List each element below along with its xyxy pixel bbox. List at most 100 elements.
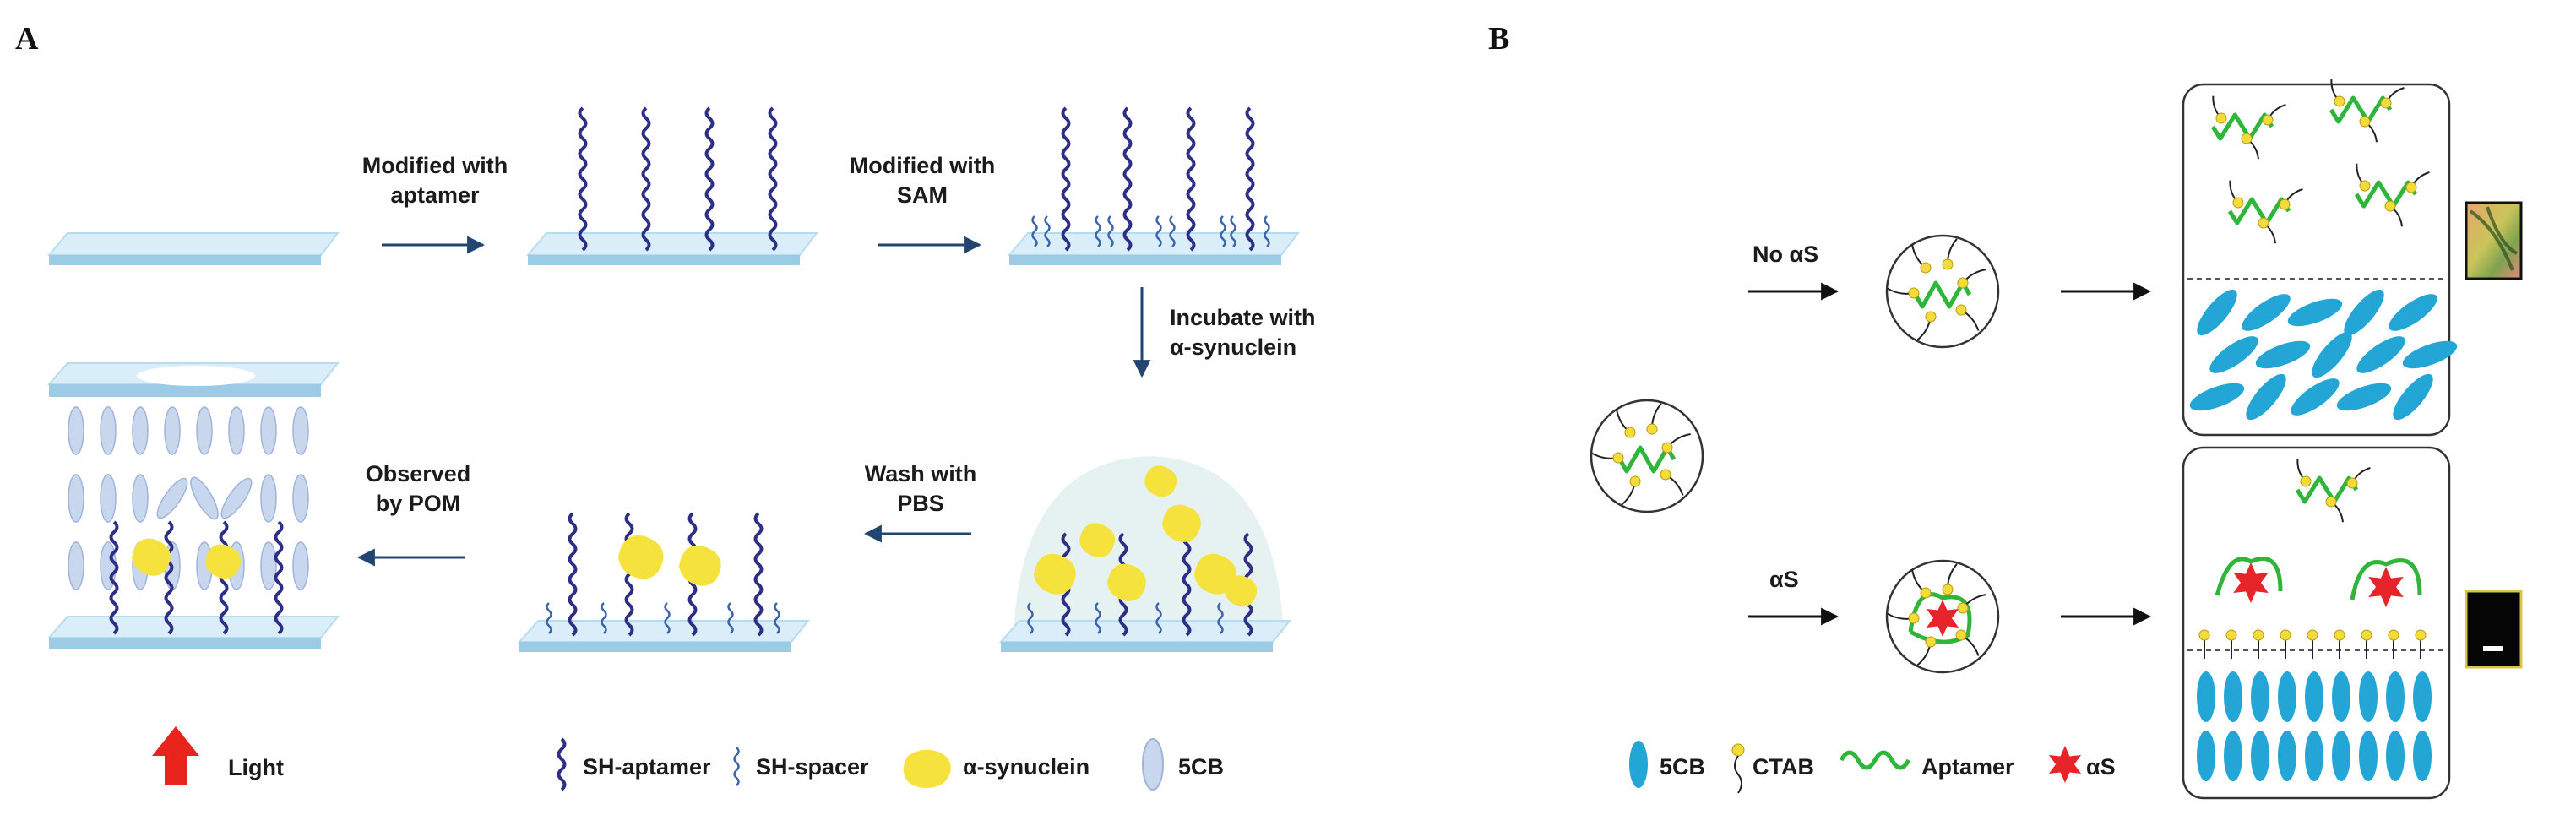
lc-molecule <box>2251 731 2269 781</box>
panel-b: B No αS αS 5CB <box>1488 21 2523 800</box>
label-as: αS <box>1769 567 1799 592</box>
label-no-as: No αS <box>1753 242 1818 267</box>
legend-lc-icon <box>1142 738 1164 791</box>
ctab-head <box>2258 217 2269 229</box>
legend-as: αS <box>2086 754 2116 780</box>
legend-aptamer-icon <box>557 737 567 791</box>
lc-molecule <box>2402 340 2458 369</box>
ctab-head <box>1660 469 1671 481</box>
legend-5cb-icon <box>1629 741 1648 788</box>
legend-a: SH-aptamer SH-spacer α-synuclein 5CB <box>557 737 1224 791</box>
lc-molecule <box>260 474 277 523</box>
green-aptamer <box>2354 180 2418 209</box>
ctab-head <box>1957 602 1969 614</box>
bottom-slide <box>46 616 340 638</box>
synuclein-blob <box>1194 553 1236 595</box>
spacer-strand <box>546 602 552 634</box>
aptamer-strand <box>704 106 715 252</box>
green-aptamer <box>2295 475 2359 504</box>
lc-molecule <box>260 541 277 590</box>
slide-washed <box>517 512 811 652</box>
cell-as <box>2182 446 2451 800</box>
lc-molecule <box>2332 731 2350 781</box>
spacer-strand <box>1027 602 1034 634</box>
ctab-head <box>2361 629 2372 641</box>
legend-as-star-icon <box>2048 746 2082 783</box>
ctab-head <box>1925 636 1937 648</box>
lc-molecule <box>190 476 219 520</box>
micelle-contents <box>1886 238 1986 341</box>
spacer-strand <box>1031 215 1038 247</box>
lc-molecule <box>2413 731 2432 781</box>
lc-molecule <box>2393 373 2433 421</box>
lc-molecule <box>100 474 117 523</box>
label-incubate-1: Incubate with <box>1170 305 1316 330</box>
spacer-strand <box>1217 602 1224 634</box>
aptamer-strand <box>1122 106 1133 252</box>
spacer-strand <box>774 602 780 634</box>
spacer-group <box>1031 215 1270 247</box>
ctab-head <box>1624 427 1636 438</box>
lc-molecule <box>2246 373 2286 421</box>
scale-bar <box>2483 646 2503 651</box>
spacer-strand <box>727 602 734 634</box>
cell-contents <box>2189 79 2458 421</box>
synuclein-blob <box>678 545 721 586</box>
synuclein-blob <box>1107 563 1146 601</box>
ctab-head <box>2359 116 2371 128</box>
aptamer-strand <box>1182 532 1192 637</box>
ctab-tail <box>1734 755 1742 794</box>
lc-molecule <box>2224 731 2242 781</box>
lc-molecule <box>2389 294 2437 331</box>
spacer-strand <box>601 602 607 634</box>
synuclein-blob <box>1144 465 1177 497</box>
label-incubate-2: α-synuclein <box>1170 334 1296 360</box>
lc-molecule <box>2312 331 2352 378</box>
legend-spacer-icon <box>733 747 740 786</box>
label-observed-1: Observed <box>366 461 471 486</box>
ctab-head <box>1957 277 1969 289</box>
lc-molecule <box>2197 671 2215 722</box>
lc-molecule <box>132 474 149 523</box>
label-modified-sam-1: Modified with <box>850 153 995 178</box>
green-aptamer <box>2210 112 2274 141</box>
panel-a-letter: A <box>15 21 39 57</box>
aptamer-strand <box>109 520 119 635</box>
green-aptamer <box>2215 557 2283 596</box>
ctab-head <box>1942 584 1954 595</box>
label-light: Light <box>228 755 284 780</box>
lc-molecule <box>2305 731 2323 781</box>
as-star <box>2368 567 2404 607</box>
spacer-strand <box>1095 215 1101 247</box>
ctab-head <box>1646 423 1658 435</box>
ctab-head <box>1920 587 1932 599</box>
lc-molecule <box>2386 731 2405 781</box>
panel-b-letter: B <box>1488 21 1509 57</box>
legend-synuclein-icon <box>903 749 951 788</box>
ctab-head <box>2415 629 2427 641</box>
slide-side <box>1009 255 1281 265</box>
ctab-head <box>2225 629 2237 641</box>
slide-top <box>1007 232 1301 256</box>
aptamer-strand <box>1245 106 1255 252</box>
ctab-head <box>2334 95 2345 107</box>
aptamer-synuclein-group <box>546 512 780 637</box>
ctab-head <box>1955 629 1967 641</box>
legend-synuclein: α-synuclein <box>963 754 1090 780</box>
slide-incubated <box>998 456 1292 652</box>
spacer-strand <box>733 747 740 786</box>
ctab-head <box>1920 262 1932 274</box>
ctab-head <box>1942 258 1954 270</box>
legend-aptamer: Aptamer <box>1921 754 2014 780</box>
aptamer-synuclein-group <box>1027 465 1258 637</box>
synuclein-blob <box>131 538 171 576</box>
light-arrow-icon <box>152 726 199 785</box>
ctab-head <box>2241 133 2253 144</box>
spacer-strand <box>1095 602 1101 634</box>
label-modified-aptamer-1: Modified with <box>362 153 508 178</box>
lc-molecule <box>2332 671 2350 722</box>
synuclein-blob <box>1034 553 1076 595</box>
lc-molecule <box>228 406 245 455</box>
legend-aptamer-icon <box>1839 750 1911 770</box>
lc-molecule <box>2278 671 2296 722</box>
